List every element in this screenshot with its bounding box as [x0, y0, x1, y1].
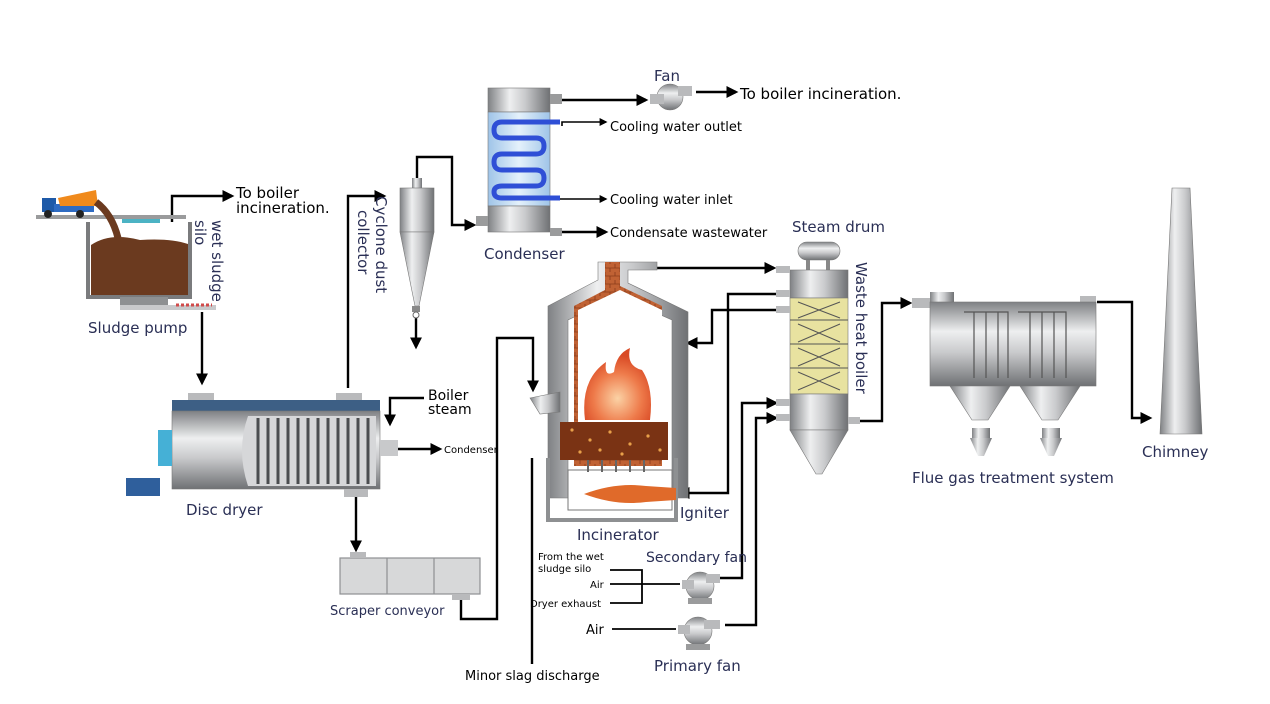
scraper-conveyor-label: Scraper conveyor [330, 604, 445, 619]
secondary-fan [682, 571, 720, 604]
disc-dryer [126, 393, 398, 497]
wet-sludge-silo-label-1: wet sludge [208, 220, 226, 302]
cyclone-dust-collector [399, 178, 435, 319]
boiler-steam-label-2: steam [428, 402, 472, 418]
wet-sludge-silo [86, 219, 216, 310]
air-secondary-label: Air [590, 580, 605, 591]
flue-gas-treatment [912, 292, 1097, 456]
incinerator-label: Incinerator [577, 526, 659, 544]
fan-label: Fan [654, 67, 680, 85]
incinerator [529, 261, 689, 522]
igniter-label: Igniter [680, 504, 730, 522]
disc-dryer-label: Disc dryer [186, 501, 263, 519]
dryer-exhaust-label: Dryer exhaust [530, 599, 601, 610]
labels: To boiler incineration. To boiler incine… [88, 67, 1208, 684]
wet-sludge-silo-label-2: silo [191, 220, 209, 245]
to-boiler-top-label: To boiler incineration. [739, 85, 901, 103]
condensate-wastewater-label: Condensate wastewater [610, 226, 768, 241]
to-boiler-left-label-2: incineration. [236, 199, 330, 217]
dump-truck [36, 190, 186, 239]
from-silo-label-2: sludge silo [538, 564, 591, 575]
cyclone-label-1: Cyclone dust [372, 196, 390, 293]
cyclone-label-2: collector [354, 210, 372, 275]
air-primary-label: Air [586, 623, 605, 638]
flow-lines [170, 86, 1153, 664]
condenser-label: Condenser [484, 245, 565, 263]
cooling-water-outlet-label: Cooling water outlet [610, 120, 742, 135]
chimney-label: Chimney [1142, 443, 1208, 461]
steam-drum-label: Steam drum [792, 218, 885, 236]
to-boiler-left-label-1: To boiler [235, 184, 300, 202]
waste-heat-boiler [776, 241, 860, 475]
primary-fan-label: Primary fan [654, 657, 741, 675]
waste-heat-boiler-label: Waste heat boiler [852, 262, 870, 395]
cooling-water-inlet-label: Cooling water inlet [610, 193, 733, 208]
sludge-pump-label: Sludge pump [88, 319, 187, 337]
condenser [476, 87, 562, 236]
chimney [1159, 187, 1203, 435]
minor-slag-label: Minor slag discharge [465, 669, 600, 684]
exhaust-fan [650, 83, 692, 111]
from-silo-label-1: From the wet [538, 552, 604, 563]
flue-gas-label: Flue gas treatment system [912, 469, 1114, 487]
boiler-steam-label-1: Boiler [428, 388, 469, 404]
secondary-fan-label: Secondary fan [646, 550, 747, 566]
primary-fan [678, 616, 720, 650]
scraper-conveyor [339, 552, 481, 600]
condenser-small-label: Condenser [444, 445, 499, 456]
